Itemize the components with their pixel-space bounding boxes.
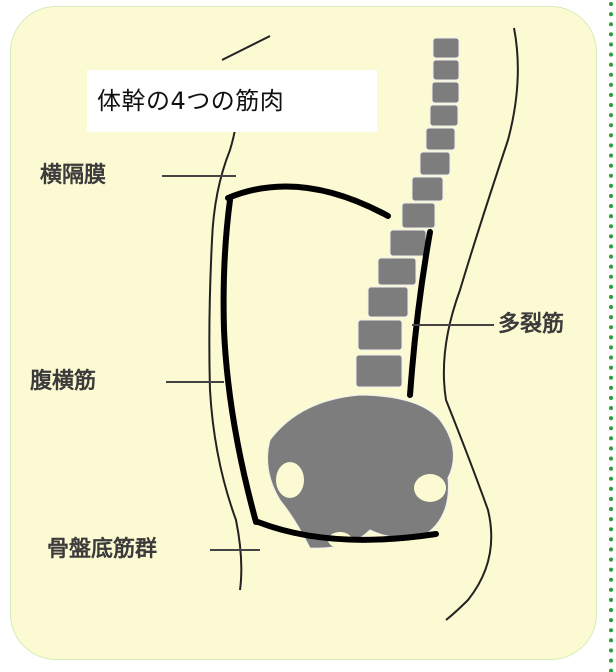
label-diaphragm: 横隔膜	[40, 163, 106, 189]
pelvis-hole-back	[414, 474, 446, 502]
diagram-title: 体幹の4つの筋肉	[97, 84, 284, 118]
diaphragm-muscle	[228, 186, 388, 216]
label-pelvic-floor: 骨盤底筋群	[47, 537, 157, 563]
label-multifidus: 多裂筋	[498, 312, 564, 338]
inner-front-outline	[222, 36, 270, 60]
transversus-abdominis-muscle	[224, 200, 256, 522]
label-transversus-abdominis: 腹横筋	[30, 369, 96, 395]
pelvis-hole-front	[276, 462, 304, 498]
